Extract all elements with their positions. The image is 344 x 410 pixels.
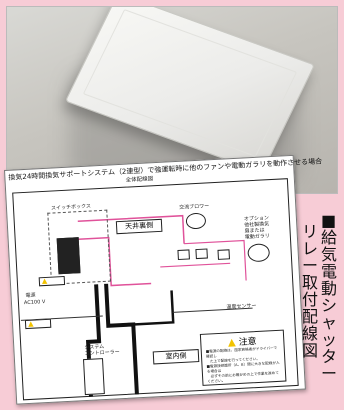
caption-line-2: リレー取付配線図	[302, 222, 319, 360]
option-label: オプション 他社製換気 扇または 電動ガラリ	[243, 215, 271, 241]
room-side-label: 室内側	[152, 349, 200, 365]
diagram-sheet: 換気24時間換気サポートシステム（2連型）で強運転時に他のファンや電動ガラリを動…	[4, 154, 322, 410]
system-controller-label: システム コントローラー	[84, 343, 120, 358]
relay-3	[217, 249, 230, 260]
relay-1	[177, 249, 190, 261]
warning-icon: ▲	[41, 276, 48, 286]
warning-icon: ▲	[227, 337, 236, 349]
warning-tag-2: ▲	[24, 318, 52, 330]
black-wire-main	[104, 283, 139, 395]
warning-tag-1: ▲	[38, 275, 66, 287]
wiring-diagram: 換気24時間換気サポートシステム（2連型）で強運転時に他のファンや電動ガラリを動…	[4, 154, 322, 405]
black-wire-3	[133, 290, 175, 326]
power-voltage-label: AC100 V	[23, 299, 46, 307]
pink-wire-3	[184, 239, 247, 281]
system-controller	[83, 358, 105, 396]
caution-note: ▲注意 ■電源の配線は、国家資格者がドライバーで確認し た上で配線を行ってくださ…	[199, 329, 287, 386]
sensor-wire	[172, 307, 253, 313]
side-caption: ■給気電動シャッター リレー取付配線図	[302, 212, 342, 402]
ceiling-side-label: 天井裏側	[115, 218, 163, 235]
pink-wire-1	[77, 214, 185, 244]
warning-icon: ▲	[27, 319, 34, 328]
pink-wire-4	[160, 262, 231, 268]
relay-2	[195, 248, 208, 260]
pink-wire-2	[68, 236, 152, 287]
power-label: 電源	[25, 292, 36, 300]
caption-line-1: ■給気電動シャッター	[321, 211, 338, 383]
switch-module	[56, 237, 81, 275]
